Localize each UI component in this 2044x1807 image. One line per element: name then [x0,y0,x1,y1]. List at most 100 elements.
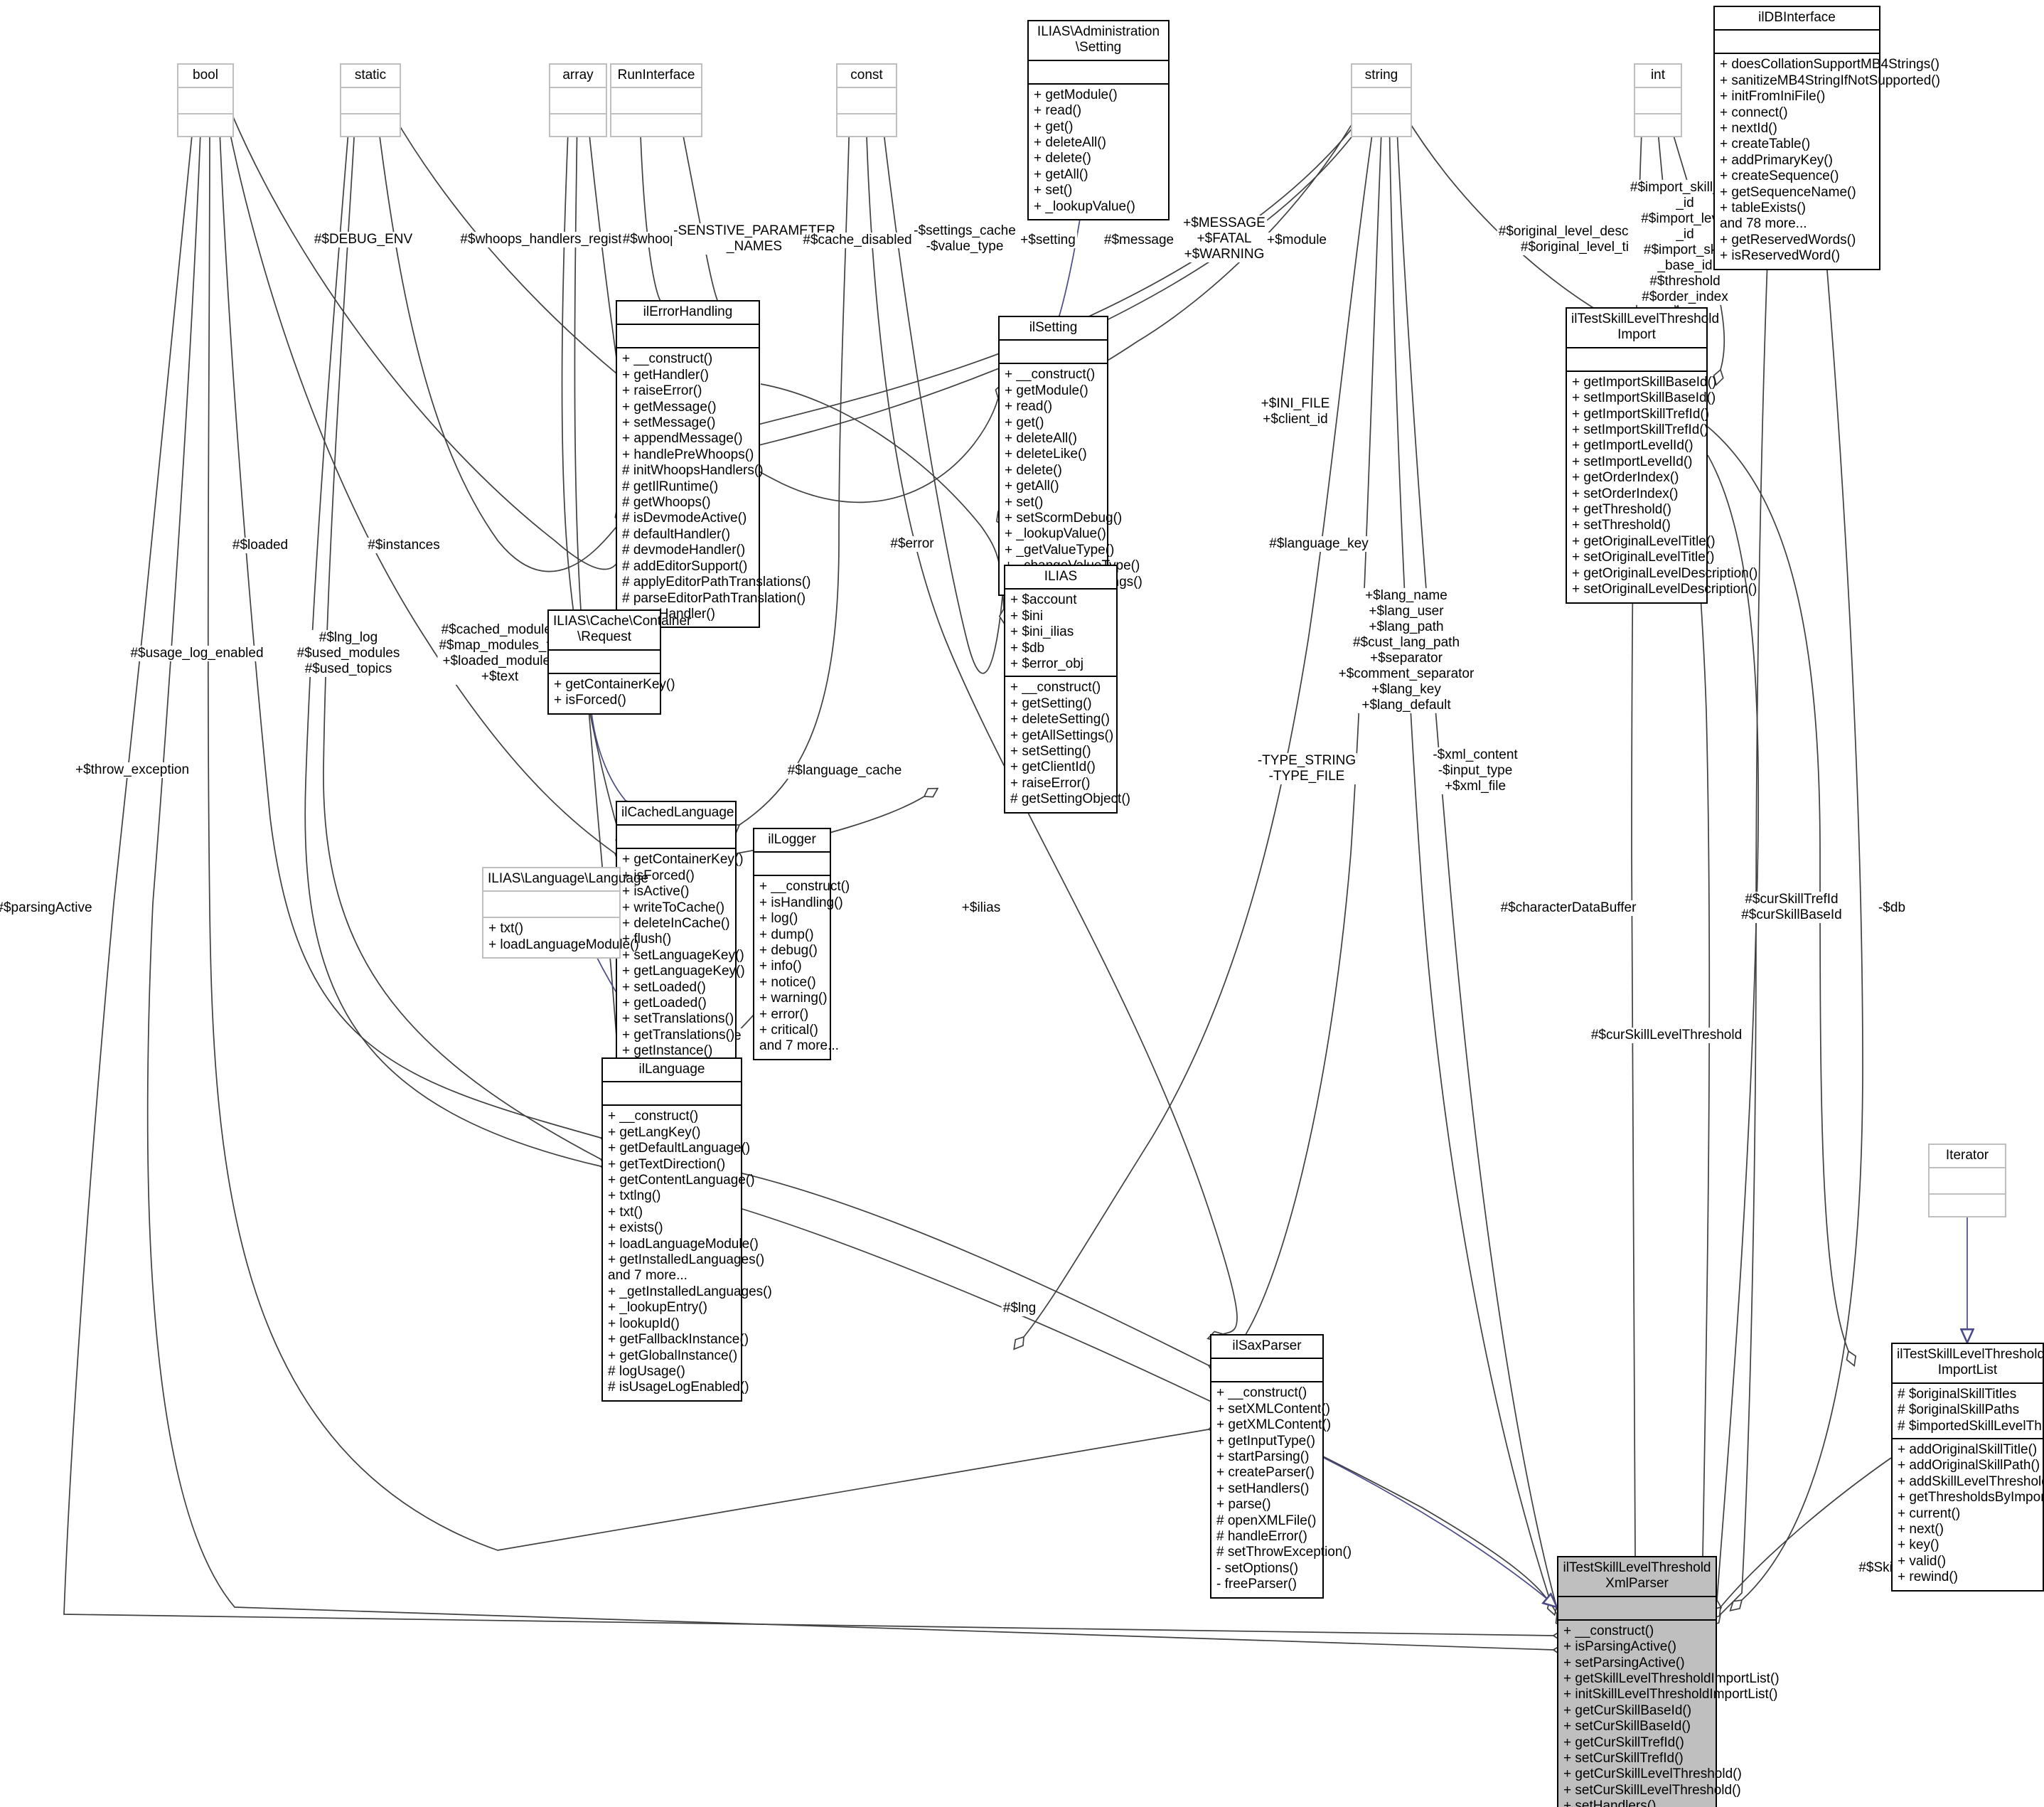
uml-class-title: ilErrorHandling [617,302,759,326]
edge-label-cur-skill-tref: #$curSkillTrefId #$curSkillBaseId [1740,891,1844,924]
edge-label-cache-disabled: #$cache_disabled [801,232,914,249]
uml-operation: + __construct() [1010,680,1101,695]
uml-operation: + isHandling() [759,895,843,910]
uml-operation: + _getInstalledLanguages() [608,1284,772,1299]
uml-operation: + getAll() [1034,166,1088,182]
uml-class-operations [838,114,896,136]
uml-operation: + getCurSkillLevelThreshold() [1563,1766,1742,1782]
uml-operation: + get() [1005,415,1044,430]
uml-operation: + key() [1898,1537,1939,1553]
uml-class-ilias-administration-setting[interactable]: ILIAS\Administration \Setting+ getModule… [1027,20,1170,221]
edge-label-language-key: #$language_key [1268,535,1370,553]
uml-operation: + setScormDebug() [1005,511,1123,526]
uml-class-title: int [1635,65,1681,89]
edge-label-xml-content: -$xml_content -$input_type +$xml_file [1431,747,1519,795]
uml-class-ilias-language-language[interactable]: ILIAS\Language\Language+ txt()+ loadLang… [482,867,648,959]
uml-operation: + deleteLike() [1005,447,1087,462]
uml-attribute: + $ini_ilias [1010,624,1074,640]
uml-class-iltestskilllevelthresholdimportlist[interactable]: ilTestSkillLevelThreshold ImportList# $o… [1891,1343,2044,1592]
uml-operation: + delete() [1034,151,1091,166]
uml-operation: + read() [1005,399,1053,415]
uml-class-illanguage[interactable]: ilLanguage+ __construct()+ getLangKey()+… [601,1057,772,1402]
uml-operation: + parse() [1216,1497,1271,1513]
edge-label-character-data-buffer: #$characterDataBuffer [1499,900,1638,917]
uml-class-attributes [1352,88,1411,115]
uml-class-attributes [1029,61,1168,85]
uml-class-static[interactable]: static [340,63,401,138]
uml-operation: + setOriginalLevelDescription() [1572,582,1757,597]
uml-class-iltestskilllevelthresholdimport[interactable]: ilTestSkillLevelThreshold Import+ getImp… [1566,307,1758,604]
uml-class-ilias[interactable]: ILIAS+ $account+ $ini+ $ini_ilias+ $db+ … [1004,565,1130,814]
uml-class-title: ilSaxParser [1211,1336,1322,1360]
uml-operation: + rewind() [1898,1569,1958,1585]
uml-class-ilias-cache-container-request[interactable]: ILIAS\Cache\Container \Request+ getConta… [547,609,691,715]
uml-operation: + deleteAll() [1005,431,1077,447]
uml-class-title: ilDBInterface [1715,7,1879,31]
uml-class-operations: + __construct()+ getSetting()+ deleteSet… [1005,677,1130,811]
uml-class-array[interactable]: array [549,63,607,138]
uml-operation: + isParsingActive() [1563,1639,1676,1655]
edge-label-debug-env: #$DEBUG_ENV [312,231,414,248]
uml-class-bool[interactable]: bool [177,63,234,138]
edge-label-db-right: -$db [1876,900,1907,917]
uml-operation: + raiseError() [622,383,702,399]
uml-operation: + setXMLContent() [1216,1401,1330,1417]
edge-label-module: +$module [1266,232,1328,249]
uml-operation: + nextId() [1720,121,1777,137]
uml-operation: - setOptions() [1216,1560,1299,1576]
uml-operation: + getOriginalLevelDescription() [1572,565,1758,581]
uml-operation: + deleteAll() [1034,135,1106,151]
uml-operation: # getSettingObject() [1010,791,1130,807]
uml-operation: + deleteSetting() [1010,712,1110,727]
uml-class-iterator[interactable]: Iterator [1928,1144,2006,1218]
edge-label-settings-cache: -$settings_cache -$value_type [912,223,1017,255]
uml-operation: + _getValueType() [1005,542,1115,558]
edge-label-throw-exception: +$throw_exception [73,762,191,779]
uml-operation: + getModule() [1034,87,1118,102]
uml-operation: + getLanguageKey() [622,964,745,979]
uml-class-title: array [550,65,606,89]
uml-class-illogger[interactable]: ilLogger+ __construct()+ isHandling()+ l… [753,828,850,1060]
uml-class-iltestskilllevelthresholdxmlparser[interactable]: ilTestSkillLevelThreshold XmlParser+ __c… [1557,1556,1780,1807]
uml-class-attributes [550,88,606,115]
uml-operation: + deleteInCache() [622,916,730,932]
uml-class-attributes [1000,341,1107,365]
uml-operation: + error() [759,1006,809,1022]
uml-operation: + critical() [759,1023,818,1038]
uml-operation: + read() [1034,103,1082,119]
uml-operation: + addOriginalSkillTitle() [1898,1442,2038,1458]
edge-label-cur-skill-level-thr: #$curSkillLevelThreshold [1589,1027,1744,1044]
uml-class-ilerrorhandling[interactable]: ilErrorHandling + __construct()+ getHandl… [616,300,810,629]
uml-class-int[interactable]: int [1634,63,1682,138]
edge-label-loaded: #$loaded [230,537,290,554]
uml-class-ilsaxparser[interactable]: ilSaxParser+ __construct()+ setXMLConten… [1210,1334,1352,1599]
edge-label-message-fatal: +$MESSAGE +$FATAL +$WARNING [1182,215,1267,263]
uml-operation: + getSkillLevelThresholdImportList() [1563,1671,1780,1687]
edge-label-type-string: -TYPE_STRING -TYPE_FILE [1256,752,1358,785]
uml-class-string[interactable]: string [1351,63,1412,138]
uml-class-run-interface[interactable]: RunInterface [610,63,702,138]
uml-operation: + log() [759,911,798,927]
uml-class-title: ilLanguage [603,1059,741,1083]
uml-operation: + getAllSettings() [1010,727,1114,743]
uml-class-ildbinterface[interactable]: ilDBInterface+ doesCollationSupportMB4St… [1713,6,1940,270]
uml-class-attributes [603,1082,741,1107]
uml-operation: + setImportLevelId() [1572,454,1693,469]
uml-operation: + getContainerKey() [622,852,744,868]
uml-operation: + __construct() [608,1109,699,1124]
uml-class-attributes: + $account+ $ini+ $ini_ilias+ $db+ $erro… [1005,590,1116,678]
uml-class-ilsetting[interactable]: ilSetting+ __construct()+ getModule()+ r… [998,316,1143,597]
uml-class-operations: + txt()+ loadLanguageModule() [483,918,639,957]
uml-class-operations: + __construct()+ getHandler()+ raiseErro… [617,348,810,627]
uml-class-const[interactable]: const [836,63,897,138]
edge-label-message: #$message [1102,232,1176,249]
uml-operation: + txt() [488,921,524,937]
uml-operation: + current() [1898,1505,1961,1521]
uml-operation: + setImportSkillBaseId() [1572,390,1716,406]
uml-operation: + getHandler() [622,367,709,383]
uml-class-attributes [617,826,735,850]
uml-class-attributes [617,325,759,349]
uml-operation: + getMessage() [622,399,717,415]
uml-operation: + writeToCache() [622,900,725,915]
uml-class-operations: + __construct()+ getModule()+ read()+ ge… [1000,364,1143,595]
